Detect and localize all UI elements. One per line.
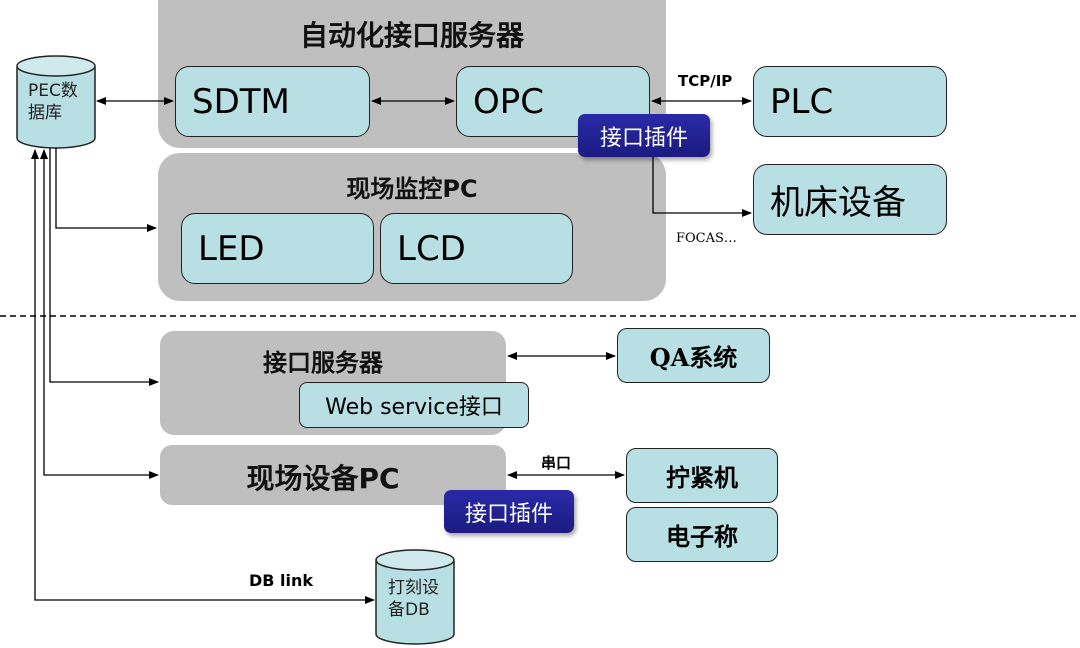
sdtm-label: SDTM	[192, 81, 290, 122]
dblink-label: DB link	[249, 571, 314, 590]
tightening-machine-label: 拧紧机	[666, 464, 738, 492]
marking-db-cylinder[interactable]	[375, 549, 455, 645]
plc-label: PLC	[770, 81, 834, 122]
marking-label-line1: 打刻设	[388, 578, 439, 598]
marking-label-line2: 备DB	[388, 600, 430, 620]
serial-port-label: 串口	[541, 454, 572, 472]
opc-node[interactable]: OPC	[456, 66, 650, 137]
sdtm-node[interactable]: SDTM	[175, 66, 370, 137]
pec-database-label: PEC数 据库	[28, 80, 78, 124]
pec-label-line1: PEC数	[28, 81, 78, 101]
opc-interface-plugin[interactable]: 接口插件	[578, 114, 710, 157]
qa-system-label: QA系统	[649, 343, 738, 372]
pec-label-line2: 据库	[28, 103, 62, 123]
electronic-scale-label: 电子称	[666, 523, 738, 551]
focas-label: FOCAS…	[676, 231, 737, 246]
field-interface-plugin[interactable]: 接口插件	[444, 490, 574, 533]
pec-interface-server-link	[49, 148, 159, 386]
pec-database-cylinder[interactable]	[16, 55, 96, 149]
plc-node[interactable]: PLC	[753, 66, 947, 137]
tightening-machine-node[interactable]: 拧紧机	[626, 448, 778, 503]
machine-tool-label: 机床设备	[770, 183, 906, 223]
dblink-pec-link	[31, 149, 375, 604]
lcd-label: LCD	[397, 228, 466, 269]
opc-label: OPC	[473, 81, 545, 122]
automation-server-title: 自动化接口服务器	[299, 19, 524, 52]
electronic-scale-node[interactable]: 电子称	[626, 507, 778, 562]
qa-system-node[interactable]: QA系统	[617, 328, 770, 383]
lcd-node[interactable]: LCD	[380, 213, 573, 284]
tcpip-label: TCP/IP	[678, 72, 733, 90]
machine-tool-node[interactable]: 机床设备	[753, 164, 947, 235]
marking-db-label: 打刻设 备DB	[388, 577, 439, 621]
pec-monitor-link	[55, 148, 157, 232]
field-pc-pec-link	[40, 149, 159, 479]
plugin-machine-link	[652, 157, 752, 217]
